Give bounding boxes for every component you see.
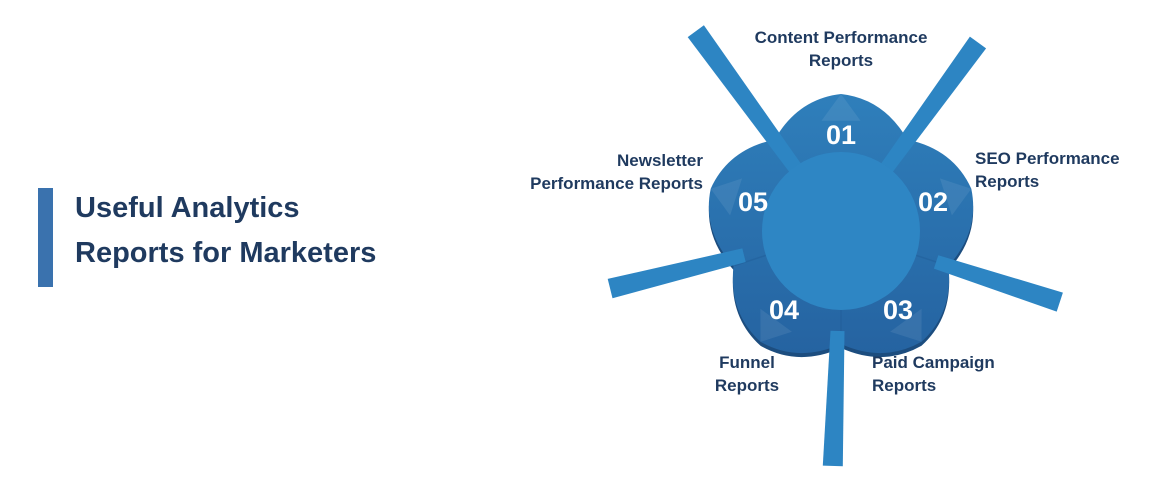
segment-number-05: 05 — [738, 187, 768, 217]
segment-label-content-performance: Content Performance Reports — [754, 28, 928, 70]
segment-label-paid-campaign: Paid Campaign Reports — [872, 353, 995, 395]
petal-tip-highlights — [710, 94, 972, 342]
ray-left-icon — [607, 248, 746, 299]
page-title-line1: Useful Analytics — [75, 192, 300, 224]
ray-bottom-icon — [822, 330, 845, 467]
page-title-line2: Reports for Marketers — [75, 237, 377, 269]
center-circle — [762, 152, 920, 310]
rays — [607, 25, 1063, 467]
ray-right-icon — [933, 255, 1063, 312]
ray-top-left-icon — [687, 25, 806, 179]
page-title: Useful Analytics Reports for Marketers — [75, 186, 376, 276]
segment-number-03: 03 — [883, 295, 913, 325]
title-accent-bar — [38, 188, 53, 287]
segment-label-funnel: Funnel Reports — [714, 353, 780, 395]
segment-number-01: 01 — [826, 120, 856, 150]
segment-label-newsletter-performance: Newsletter Performance Reports — [530, 151, 703, 193]
segment-number-02: 02 — [918, 187, 948, 217]
ray-top-right-icon — [876, 36, 987, 179]
segment-label-seo-performance: SEO Performance Reports — [975, 149, 1120, 191]
segment-number-04: 04 — [769, 295, 799, 325]
